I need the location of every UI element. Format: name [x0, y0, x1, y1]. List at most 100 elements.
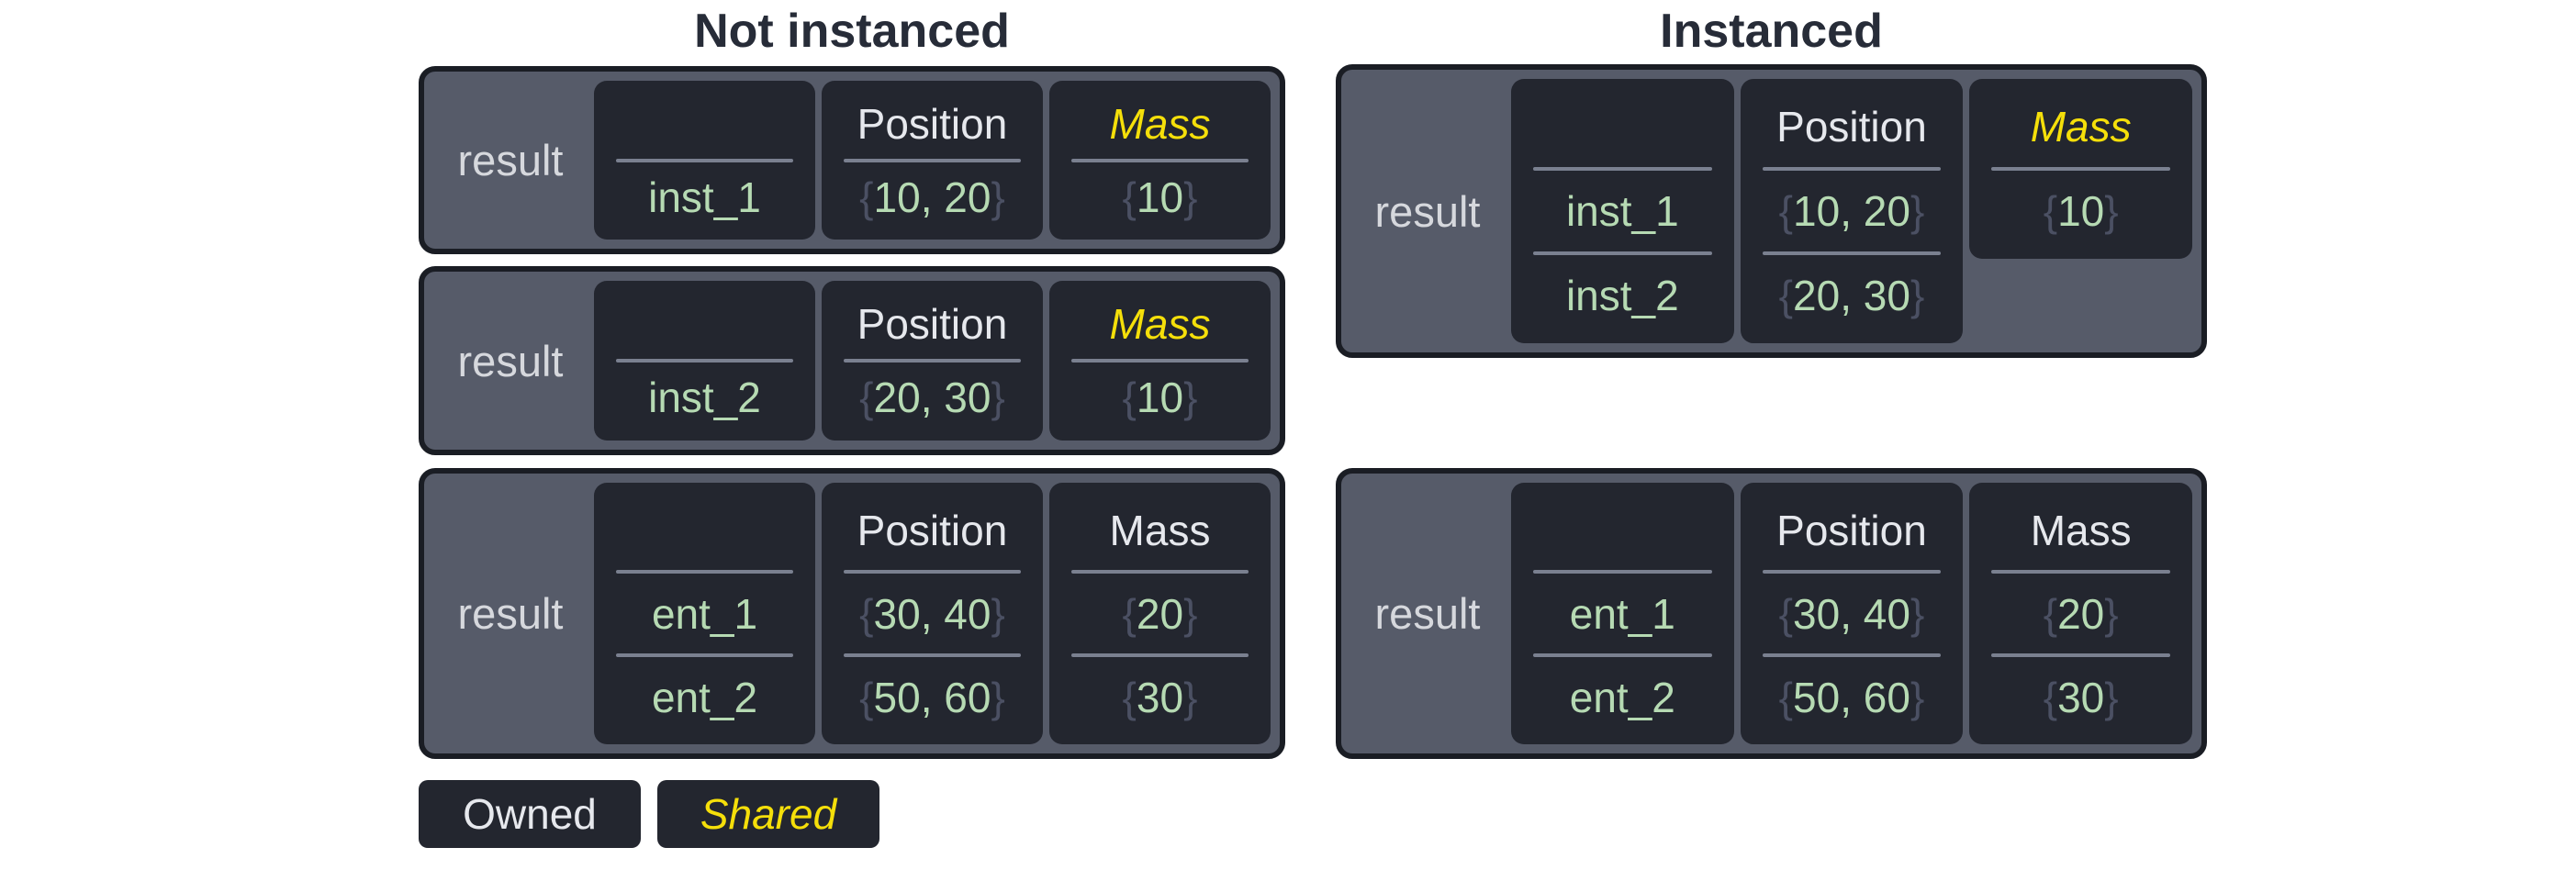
value-text: 20 [2057, 589, 2105, 638]
brace-close: } [1183, 173, 1198, 221]
section-title-not-instanced: Not instanced [694, 5, 1010, 58]
section-title-instanced: Instanced [1660, 5, 1883, 58]
brace-open: { [1778, 272, 1794, 319]
cell-value: ent_1 [594, 574, 815, 653]
value-text: 50, 60 [1793, 673, 1910, 721]
value-text: 20 [1136, 589, 1184, 638]
column-divider [1991, 167, 2171, 171]
brace-close: } [2104, 187, 2119, 235]
column-header-shared: Mass [2030, 103, 2132, 151]
brace-open: { [1778, 673, 1794, 721]
value-text: 30, 40 [1793, 589, 1910, 638]
entity-column: inst_1 [594, 81, 815, 240]
brace-open: { [1778, 589, 1794, 638]
column-divider [1071, 570, 1249, 574]
result-table-not-instanced-3: result ent_1 ent_2 Position {30, 40} {50… [419, 468, 1285, 759]
column-header-shared: Mass [1109, 99, 1211, 148]
brace-close: } [991, 374, 1005, 421]
row-divider [844, 653, 1021, 657]
brace-open: { [859, 173, 874, 221]
cell-value: {10} [1969, 171, 2192, 251]
brace-open: { [2043, 187, 2058, 235]
cell-value: ent_1 [1511, 574, 1734, 653]
cell-value: {20} [1049, 574, 1271, 653]
row-divider [1533, 251, 1712, 255]
entity-column: ent_1 ent_2 [1511, 483, 1734, 744]
cell-value: inst_1 [1511, 171, 1734, 251]
brace-open: { [859, 673, 874, 721]
value-text: inst_1 [648, 173, 761, 221]
value-text: ent_1 [651, 589, 758, 638]
value-text: 10 [2057, 187, 2105, 235]
legend-shared-chip: Shared [657, 780, 879, 848]
value-text: 20, 30 [873, 374, 991, 421]
value-text: 30 [1136, 673, 1184, 721]
cell-value: ent_2 [1511, 657, 1734, 737]
cell-value: {50, 60} [1741, 657, 1964, 737]
row-divider [1762, 653, 1942, 657]
column-divider [1762, 570, 1942, 574]
column-header: Mass [1109, 506, 1211, 554]
brace-open: { [1122, 173, 1137, 221]
cell-value: {50, 60} [822, 657, 1043, 737]
mass-column-shared-short: Mass {10} [1969, 79, 2193, 259]
value-text: ent_2 [651, 673, 758, 721]
value-text: 20, 30 [1793, 272, 1910, 319]
brace-close: } [991, 173, 1005, 221]
cell-value: {30} [1969, 657, 2192, 737]
row-divider [1071, 653, 1249, 657]
position-column: Position {20, 30} [822, 281, 1043, 441]
brace-close: } [1910, 589, 1925, 638]
column-divider [844, 158, 1021, 162]
cell-value: {10} [1049, 362, 1271, 432]
result-table-not-instanced-1: result inst_1 Position {10, 20} Mass {10… [419, 66, 1285, 254]
row-divider [616, 653, 793, 657]
value-text: inst_2 [1565, 272, 1679, 319]
brace-open: { [1122, 673, 1137, 721]
brace-close: } [1183, 374, 1198, 421]
row-label: result [1374, 186, 1481, 236]
value-text: 10, 20 [1793, 187, 1910, 235]
column-header [594, 490, 815, 570]
value-text: inst_2 [648, 374, 761, 421]
cell-value: {30, 40} [1741, 574, 1964, 653]
cell-value: {10, 20} [822, 162, 1043, 232]
row-divider [1533, 653, 1712, 657]
result-table-instanced-1: result inst_1 inst_2 Position {10, 20} {… [1336, 64, 2207, 358]
brace-open: { [859, 589, 874, 638]
column-divider [1071, 158, 1249, 162]
brace-open: { [1778, 187, 1794, 235]
value-text: ent_1 [1569, 589, 1675, 638]
position-column: Position {30, 40} {50, 60} [822, 483, 1043, 744]
column-divider [616, 158, 793, 162]
row-label: result [457, 336, 564, 385]
result-table-not-instanced-2: result inst_2 Position {20, 30} Mass {10… [419, 266, 1285, 455]
cell-value: {10} [1049, 162, 1271, 232]
column-divider [1991, 570, 2171, 574]
brace-open: { [2043, 589, 2058, 638]
row-label: result [457, 589, 564, 638]
column-header: Position [857, 300, 1008, 348]
column-divider [1762, 167, 1942, 171]
entity-column: inst_2 [594, 281, 815, 441]
column-divider [616, 570, 793, 574]
mass-column: Mass {10} [1049, 81, 1271, 240]
brace-close: } [1910, 272, 1925, 319]
brace-open: { [859, 374, 874, 421]
value-text: inst_1 [1565, 187, 1679, 235]
legend-owned-chip: Owned [419, 780, 641, 848]
brace-close: } [1910, 187, 1925, 235]
brace-open: { [1122, 374, 1137, 421]
cell-value: {10, 20} [1741, 171, 1964, 251]
entity-column: inst_1 inst_2 [1511, 79, 1734, 343]
legend-owned-label: Owned [463, 790, 597, 838]
brace-open: { [1122, 589, 1137, 638]
value-text: ent_2 [1569, 673, 1675, 721]
column-header [1511, 490, 1734, 570]
position-column: Position {10, 20} [822, 81, 1043, 240]
value-text: 10 [1136, 173, 1184, 221]
brace-close: } [2104, 589, 2119, 638]
value-text: 50, 60 [873, 673, 991, 721]
cell-value: inst_2 [1511, 255, 1734, 336]
